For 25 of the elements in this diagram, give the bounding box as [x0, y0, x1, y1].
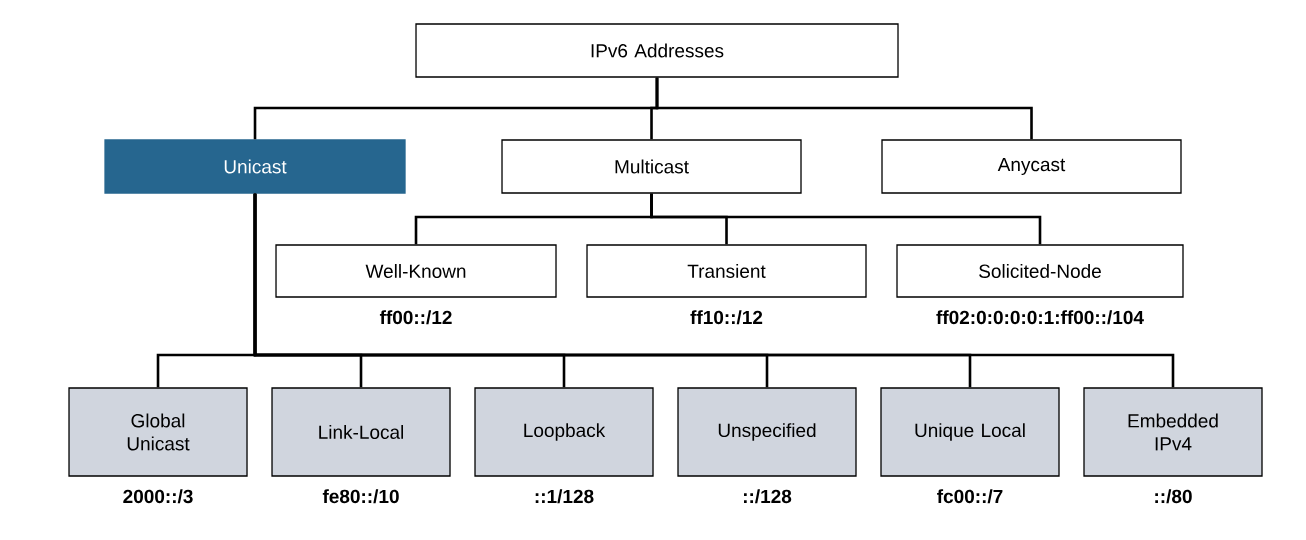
category-box: Multicast — [501, 139, 802, 194]
address-prefix: ::/128 — [744, 489, 792, 504]
subtype-box: Well-Known — [275, 244, 557, 298]
address-type-box: Loopback — [474, 387, 654, 477]
address-prefix: fe80::/10 — [322, 489, 399, 504]
connector-line — [253, 193, 1175, 388]
category-box: Unicast — [104, 139, 406, 194]
address-type-box: Embedded IPv4 — [1083, 387, 1263, 477]
address-prefix: fc00::/7 — [937, 489, 1003, 504]
subtype-box: Transient — [586, 244, 867, 298]
address-prefix: ::/80 — [1155, 489, 1192, 504]
subtype-box: Solicited-Node — [896, 244, 1184, 298]
connector-line — [650, 193, 1042, 245]
address-type-box: Unique Local — [880, 387, 1060, 477]
address-type-box: Global Unicast — [68, 387, 248, 477]
address-prefix: 2000::/3 — [123, 489, 193, 504]
connector-line — [655, 77, 1033, 140]
address-type-box: Link-Local — [271, 387, 451, 477]
address-prefix: ff00::/12 — [379, 310, 452, 325]
address-prefix: ff02:0:0:0:0:1:ff00::/104 — [936, 310, 1144, 325]
root-box: IPv6 Addresses — [415, 23, 899, 78]
address-prefix: ff10::/12 — [690, 310, 763, 325]
address-prefix: ::1/128 — [535, 489, 594, 504]
category-box: Anycast — [881, 139, 1182, 194]
address-type-box: Unspecified — [677, 387, 857, 477]
